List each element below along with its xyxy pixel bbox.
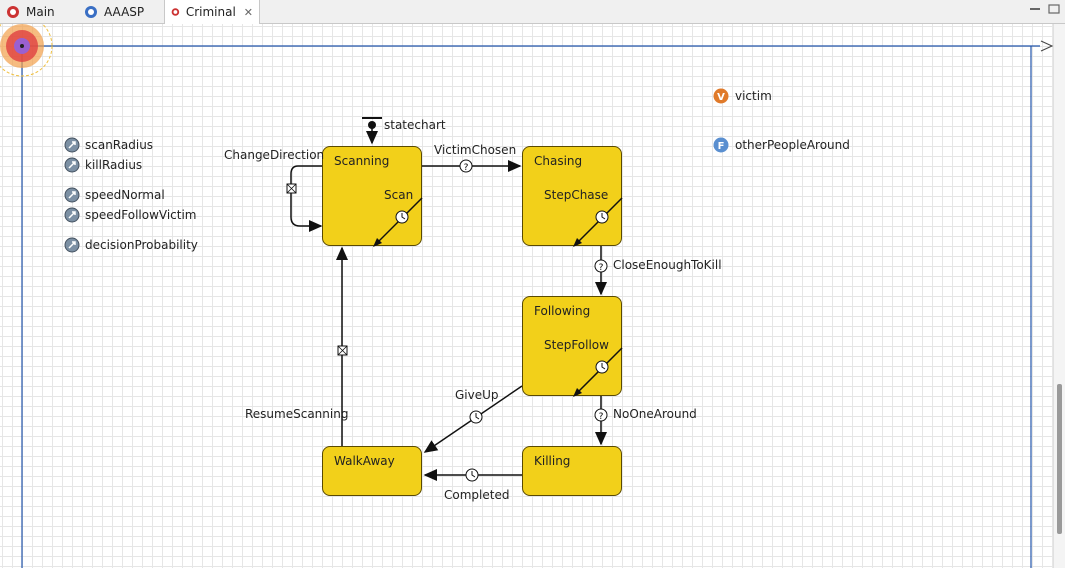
- tab-label: AAASP: [104, 4, 145, 19]
- parameter-icon: [64, 237, 80, 253]
- transition-label-completed[interactable]: Completed: [444, 488, 510, 502]
- message-icon: [286, 183, 297, 194]
- parameter-icon: [64, 157, 80, 173]
- timeout-icon: [465, 468, 479, 482]
- parameter-speed-normal[interactable]: speedNormal: [64, 187, 165, 203]
- state-following[interactable]: Following StepFollow: [522, 296, 623, 397]
- message-icon: [337, 345, 348, 356]
- parameter-icon: [64, 137, 80, 153]
- state-walkaway[interactable]: WalkAway: [322, 446, 422, 496]
- state-killing[interactable]: Killing: [522, 446, 622, 496]
- tab-main[interactable]: Main: [0, 0, 78, 23]
- parameter-label: speedNormal: [85, 188, 165, 202]
- minimize-icon[interactable]: [1029, 4, 1041, 14]
- state-scanning[interactable]: Scanning Scan: [322, 146, 423, 247]
- state-name: WalkAway: [334, 454, 395, 468]
- condition-icon: ?: [459, 159, 473, 173]
- parameter-scan-radius[interactable]: scanRadius: [64, 137, 153, 153]
- internal-transition-label: StepChase: [544, 188, 609, 202]
- statechart-entry-label[interactable]: statechart: [384, 118, 446, 132]
- condition-icon: ?: [594, 259, 608, 273]
- internal-transition-label: Scan: [384, 188, 414, 202]
- origin-icon: [0, 24, 53, 77]
- x-axis-arrow: [1040, 40, 1053, 52]
- svg-text:?: ?: [464, 163, 469, 173]
- tab-aaasp[interactable]: AAASP: [78, 0, 164, 23]
- svg-text:F: F: [718, 141, 725, 152]
- agent-icon: [85, 5, 97, 18]
- agent-icon: [171, 8, 180, 16]
- tab-label: Main: [26, 4, 55, 19]
- parameter-speed-follow-victim[interactable]: speedFollowVictim: [64, 207, 197, 223]
- timeout-icon: [469, 410, 483, 424]
- internal-transition-arrow: [573, 197, 623, 247]
- maximize-icon[interactable]: [1048, 4, 1060, 14]
- state-chasing[interactable]: Chasing StepChase: [522, 146, 623, 247]
- transition-label-close-enough[interactable]: CloseEnoughToKill: [613, 258, 722, 272]
- diagram-canvas[interactable]: ? ? ? Sc: [0, 24, 1053, 568]
- parameter-label: killRadius: [85, 158, 143, 172]
- svg-text:?: ?: [599, 263, 604, 273]
- parameter-label: decisionProbability: [85, 238, 198, 252]
- parameter-icon: [64, 187, 80, 203]
- parameter-decision-probability[interactable]: decisionProbability: [64, 237, 198, 253]
- transition-label-no-one-around[interactable]: NoOneAround: [613, 407, 697, 421]
- agent-icon: [7, 5, 19, 18]
- transition-label-change-direction[interactable]: ChangeDirection: [224, 148, 325, 162]
- svg-text:?: ?: [599, 412, 604, 422]
- variable-label: otherPeopleAround: [735, 138, 850, 152]
- function-icon: F: [713, 137, 729, 153]
- vertical-scrollbar[interactable]: [1053, 24, 1065, 568]
- state-name: Scanning: [334, 154, 390, 168]
- variable-victim[interactable]: V victim: [713, 88, 772, 104]
- editor-tab-bar: Main AAASP Criminal ✕: [0, 0, 1065, 24]
- state-name: Following: [534, 304, 591, 318]
- tab-label: Criminal: [185, 5, 236, 19]
- variable-icon: V: [713, 88, 729, 104]
- scrollbar-thumb[interactable]: [1057, 384, 1062, 534]
- condition-icon: ?: [594, 408, 608, 422]
- transition-label-victim-chosen[interactable]: VictimChosen: [434, 143, 517, 157]
- state-name: Killing: [534, 454, 571, 468]
- transition-label-give-up[interactable]: GiveUp: [455, 388, 499, 402]
- statechart-diagram: ? ? ?: [0, 24, 1053, 568]
- close-icon[interactable]: ✕: [243, 5, 253, 19]
- tab-criminal[interactable]: Criminal ✕: [164, 0, 260, 24]
- parameter-label: speedFollowVictim: [85, 208, 197, 222]
- internal-transition-label: StepFollow: [544, 338, 609, 352]
- parameter-kill-radius[interactable]: killRadius: [64, 157, 142, 173]
- variable-label: victim: [735, 89, 772, 103]
- transition-label-resume-scanning[interactable]: ResumeScanning: [245, 407, 349, 421]
- state-name: Chasing: [534, 154, 583, 168]
- svg-text:V: V: [717, 92, 725, 103]
- parameter-icon: [64, 207, 80, 223]
- internal-transition-arrow: [373, 197, 423, 247]
- variable-other-people-around[interactable]: F otherPeopleAround: [713, 137, 850, 153]
- parameter-label: scanRadius: [85, 138, 154, 152]
- internal-transition-arrow: [573, 347, 623, 397]
